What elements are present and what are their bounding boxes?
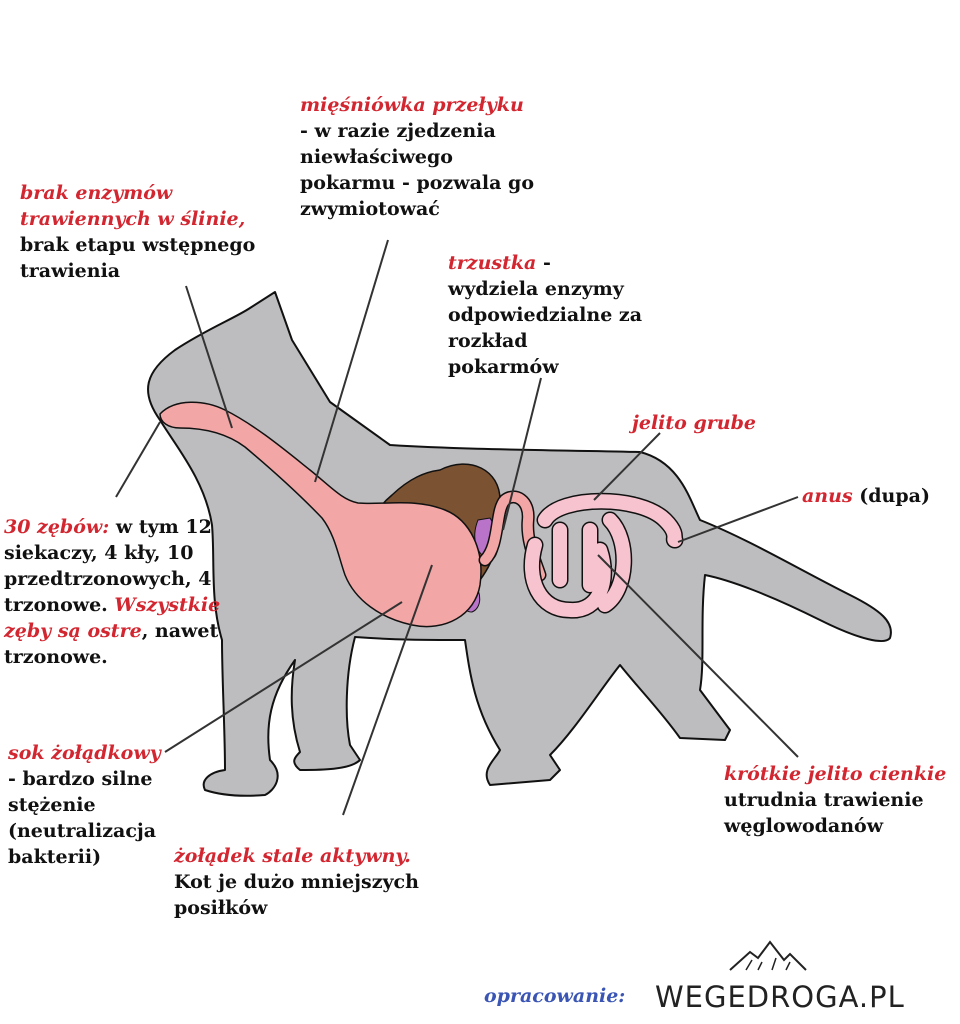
label-gastric-juice-line-3: (neutralizacja: [8, 820, 157, 842]
label-esophagus-line-3: pokarmu - pozwala go: [300, 172, 534, 194]
label-small-intestine: krótkie jelito cienkie utrudnia trawieni…: [724, 761, 946, 839]
label-teeth-line-2: siekaczy, 4 kły, 10: [4, 542, 194, 564]
intestines: [523, 492, 684, 619]
label-pancreas-line-3: rozkład: [448, 330, 528, 352]
label-gastric-juice-title: sok żołądkowy: [8, 742, 161, 764]
label-gastric-juice: sok żołądkowy - bardzo silne stężenie (n…: [8, 740, 161, 870]
label-teeth-count: 30 zębów:: [4, 516, 110, 538]
label-teeth-line-5: zęby są ostre, nawet: [4, 618, 220, 644]
leader-lines: [115, 239, 799, 816]
label-teeth: 30 zębów: w tym 12 siekaczy, 4 kły, 10 p…: [4, 514, 220, 670]
credit-label: opracowanie:: [484, 985, 626, 1007]
label-anus-title: anus: [802, 485, 853, 507]
label-small-intestine-line-2: węglowodanów: [724, 815, 884, 837]
label-pancreas-line-2: odpowiedzialne za: [448, 304, 643, 326]
label-anus: anus (dupa): [802, 483, 930, 509]
label-large-intestine-title: jelito grube: [632, 412, 756, 434]
label-esophagus-line-2: niewłaściwego: [300, 146, 453, 168]
label-teeth-line-5-rest: , nawet: [141, 620, 219, 642]
label-teeth-line-3: przedtrzonowych, 4: [4, 568, 212, 590]
label-gastric-juice-line-1: - bardzo silne: [8, 768, 153, 790]
label-gastric-juice-line-4: bakterii): [8, 846, 102, 868]
label-pancreas-line-1: wydziela enzymy: [448, 278, 624, 300]
label-teeth-line-1: 30 zębów: w tym 12: [4, 514, 220, 540]
esophagus-stomach: [159, 401, 482, 628]
label-anus-note: (dupa): [852, 485, 930, 507]
label-teeth-line-4: trzonowe. Wszystkie: [4, 592, 220, 618]
label-gastric-juice-line-2: stężenie: [8, 794, 96, 816]
label-saliva-line-2: trawienia: [20, 260, 121, 282]
label-esophagus-title: mięśniówka przełyku: [300, 94, 524, 116]
mountain-icon: [729, 940, 807, 971]
brand-name: WEGEDROGA.PL: [655, 980, 905, 1014]
label-saliva-line-1: brak etapu wstępnego: [20, 234, 256, 256]
label-stomach-line-1: Kot je dużo mniejszych: [174, 871, 419, 893]
label-pancreas-line-4: pokarmów: [448, 356, 559, 378]
label-large-intestine: jelito grube: [632, 410, 756, 436]
label-teeth-line-1-rest: w tym 12: [109, 516, 212, 538]
label-pancreas: trzustka - wydziela enzymy odpowiedzialn…: [448, 250, 642, 380]
label-teeth-line-6: trzonowe.: [4, 646, 108, 668]
label-teeth-line-4-red: Wszystkie: [114, 594, 221, 616]
label-saliva-title-1: brak enzymów: [20, 182, 173, 204]
label-small-intestine-line-1: utrudnia trawienie: [724, 789, 924, 811]
label-pancreas-heading: trzustka -: [448, 250, 642, 276]
label-esophagus-line-1: - w razie zjedzenia: [300, 120, 496, 142]
label-esophagus-line-4: zwymiotować: [300, 198, 440, 220]
label-saliva: brak enzymów trawiennych w ślinie, brak …: [20, 180, 255, 284]
label-pancreas-title: trzustka: [448, 252, 537, 274]
label-stomach: żołądek stale aktywny. Kot je dużo mniej…: [174, 843, 419, 921]
label-esophagus: mięśniówka przełyku - w razie zjedzenia …: [300, 92, 534, 222]
label-pancreas-dash: -: [536, 252, 551, 274]
label-saliva-title-2: trawiennych w ślinie,: [20, 208, 246, 230]
label-stomach-line-2: posiłków: [174, 897, 268, 919]
label-teeth-line-5-red: zęby są ostre: [4, 620, 142, 642]
label-small-intestine-title: krótkie jelito cienkie: [724, 763, 947, 785]
label-teeth-line-4-black: trzonowe.: [4, 594, 115, 616]
label-stomach-title: żołądek stale aktywny.: [174, 845, 411, 867]
